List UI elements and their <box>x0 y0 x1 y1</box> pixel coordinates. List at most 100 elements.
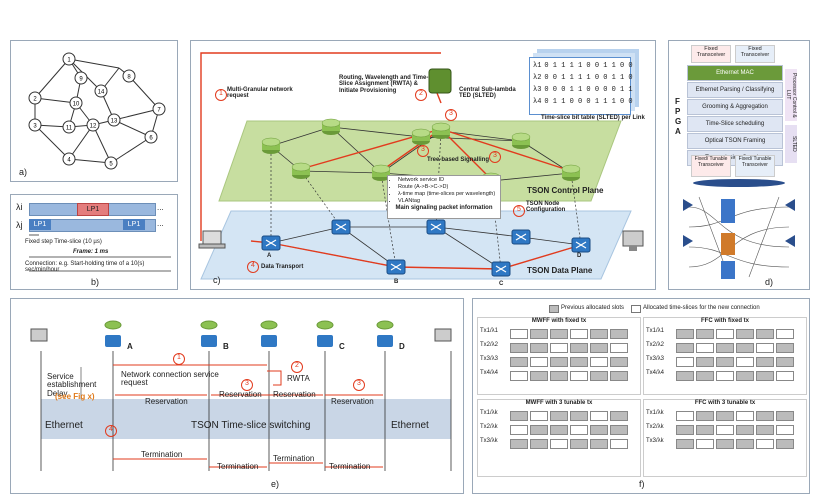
time-slot <box>776 357 794 367</box>
time-slot <box>510 329 528 339</box>
slted-row-label: λ4 <box>533 98 542 106</box>
time-slot <box>570 411 588 421</box>
time-slot <box>590 425 608 435</box>
lifelines <box>40 351 452 471</box>
seq-node-d: D <box>399 342 405 351</box>
time-slot <box>676 329 694 339</box>
frame-label: Frame: 1 ms <box>73 249 109 255</box>
request-label: Network connection service request <box>121 370 219 388</box>
step-2-text: Routing, Wavelength and Time-Slice Assig… <box>339 75 429 94</box>
control-node-top <box>431 122 451 132</box>
topology-node-label: 9 <box>79 77 83 83</box>
allocation-row: Tx1/λk <box>480 410 636 421</box>
time-slot <box>530 439 548 449</box>
setup-delay-label: Service establishment Delay <box>47 372 97 398</box>
topology-node <box>62 52 76 66</box>
seq-step-2: 2 <box>291 361 303 373</box>
time-slot <box>756 411 774 421</box>
time-slot <box>570 357 588 367</box>
step-2-badge: 2 <box>415 89 427 101</box>
reservation-1: Reservation <box>145 397 188 406</box>
row-label: Tx3/λk <box>480 438 498 444</box>
seq-switch-icon <box>261 335 277 347</box>
step-4-text: Data Transport <box>261 264 304 270</box>
time-slot <box>610 425 628 435</box>
termination-3: Termination <box>273 454 315 463</box>
legend-prev: Previous allocated slots <box>561 305 625 311</box>
time-slot <box>676 411 694 421</box>
time-slot <box>716 357 734 367</box>
desktop-icon <box>622 230 644 247</box>
topology-node-label: 8 <box>127 75 131 81</box>
allocation-row: Tx3/λk <box>646 438 802 449</box>
step-5-badge: 5 <box>513 205 525 217</box>
fpga-label: F P G A <box>675 97 682 136</box>
row-label: Tx4/λ4 <box>646 370 665 376</box>
time-slot <box>570 371 588 381</box>
topology-node <box>28 91 42 105</box>
time-slot <box>590 329 608 339</box>
row-label: Tx1/λ1 <box>646 328 665 334</box>
time-slot <box>736 371 754 381</box>
allocation-row: Tx3/λk <box>480 438 636 449</box>
switching-label: TSON Time-slice switching <box>191 420 311 431</box>
allocation-row: Tx2/λk <box>480 424 636 435</box>
time-slot <box>776 343 794 353</box>
allocation-row: Tx2/λ2 <box>480 342 636 353</box>
row-label-li: λi <box>16 202 23 212</box>
time-slot <box>610 439 628 449</box>
control-node-top <box>261 137 281 147</box>
caption-a: a) <box>19 167 28 177</box>
fixed-tx-left: Fixed Transceiver <box>691 45 731 63</box>
time-slot <box>676 371 694 381</box>
time-slot <box>696 343 714 353</box>
time-slot <box>716 411 734 421</box>
time-slot <box>530 357 548 367</box>
row-label: Tx3/λk <box>646 438 664 444</box>
seq-step-3a: 3 <box>241 379 253 391</box>
time-slot <box>676 439 694 449</box>
time-slot <box>676 343 694 353</box>
tunable-tx-left: Fixed/ Tunable Transceiver <box>691 155 731 177</box>
reservation-3: Reservation <box>273 390 316 399</box>
time-slot <box>530 411 548 421</box>
allocation-row: Tx4/λ4 <box>480 370 636 381</box>
time-slot <box>776 329 794 339</box>
allocation-row: Tx1/λ1 <box>480 328 636 339</box>
time-slot <box>590 357 608 367</box>
caption-f: f) <box>639 479 645 489</box>
legend-new-swatch <box>631 305 641 313</box>
row-label: Tx1/λk <box>646 410 664 416</box>
slted-row-bits: 0 0 1 1 1 1 0 0 1 1 0 <box>544 74 633 82</box>
time-slot <box>696 439 714 449</box>
data-switches <box>261 219 591 277</box>
time-slot <box>736 329 754 339</box>
slted-row-label: λ1 <box>533 62 542 70</box>
ethernet-left: Ethernet <box>45 420 83 431</box>
slted-row-label: λ3 <box>533 86 542 94</box>
time-slot <box>756 439 774 449</box>
step-4-badge: 4 <box>247 261 259 273</box>
fpga-block: Time-Slice scheduling <box>687 116 783 132</box>
switch-cross <box>390 263 402 271</box>
time-slot <box>510 357 528 367</box>
allocation-row: Tx1/λk <box>646 410 802 421</box>
fpga-block: Optical TSON Framing <box>687 133 783 149</box>
time-slot <box>590 371 608 381</box>
row-label: Tx1/λk <box>480 410 498 416</box>
time-slot <box>610 411 628 421</box>
row-label-lj: λj <box>16 220 23 230</box>
time-slot <box>736 439 754 449</box>
client-left-icon <box>30 328 48 342</box>
topology-node-label: 7 <box>157 108 161 114</box>
fixed-tx-right: Fixed Transceiver <box>735 45 775 63</box>
allocation-row: Tx3/λ3 <box>480 356 636 367</box>
step-1-badge: 1 <box>215 89 227 101</box>
time-slot <box>756 329 774 339</box>
topology-node-label: 10 <box>73 102 80 108</box>
client-right-icon <box>434 328 452 342</box>
seq-switch-icon <box>105 335 121 347</box>
topology-node <box>86 118 100 132</box>
